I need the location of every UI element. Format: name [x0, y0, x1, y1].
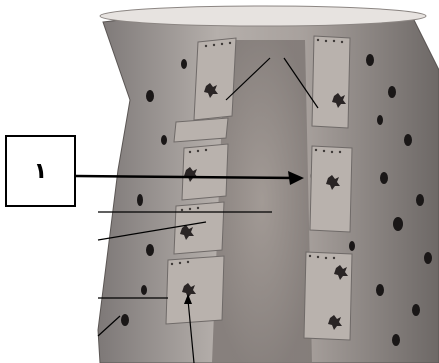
top-rim: [100, 6, 426, 26]
label-1-text: ١: [34, 159, 47, 184]
label-1-box: ١: [5, 135, 76, 207]
